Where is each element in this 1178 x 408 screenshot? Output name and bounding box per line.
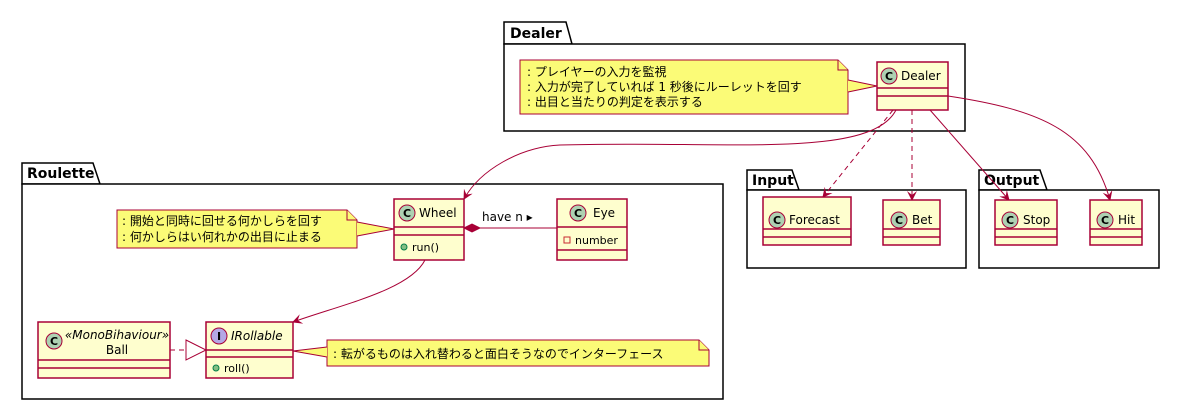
public-method-icon (400, 243, 408, 251)
class-glyph-icon (398, 204, 416, 222)
class-ball[interactable]: C «MonoBihaviour» Ball (37, 321, 171, 379)
class-bet[interactable]: C Bet (882, 199, 941, 246)
package-dealer-title: Dealer (510, 26, 562, 42)
class-glyph-icon (880, 67, 898, 85)
private-field-icon (563, 236, 571, 244)
note-dealer: : プレイヤーの入力を監視 : 入力が完了していれば 1 秒後にルーレットを回す… (519, 59, 878, 115)
edge-label-have-n: have n ▸ (482, 210, 533, 224)
note-wheel-line-2: : 何かしらはい何れかの出目に止まる (122, 230, 322, 244)
edge-dealer-wheel (463, 109, 897, 200)
package-input-title: Input (752, 173, 794, 189)
class-wheel[interactable]: C Wheel run() (393, 198, 465, 261)
package-output-title: Output (984, 173, 1040, 189)
package-roulette-title: Roulette (27, 166, 95, 182)
edges (170, 95, 1113, 351)
class-dealer-glyph: C (885, 70, 893, 83)
class-forecast-name: Forecast (789, 213, 840, 227)
note-wheel-line-1: : 開始と同時に回せる何かしらを回す (122, 214, 322, 228)
class-irollable-name: IRollable (231, 329, 283, 343)
note-dealer-line-1: : プレイヤーの入力を監視 (527, 64, 667, 79)
class-ball-name: Ball (106, 343, 128, 357)
class-stop-name: Stop (1023, 213, 1050, 227)
class-glyph-icon (768, 211, 786, 229)
class-irollable-glyph: I (217, 330, 221, 343)
class-bet-name: Bet (912, 213, 933, 227)
class-wheel-glyph: C (403, 207, 411, 220)
edge-dealer-stop (929, 109, 1010, 201)
public-method-icon (212, 364, 220, 372)
class-irollable[interactable]: I IRollable roll() (205, 321, 294, 379)
class-bet-glyph: C (895, 214, 903, 227)
note-irollable: : 転がるものは入れ替わると面白そうなのでインターフェース (292, 339, 710, 367)
edge-dealer-hit (947, 95, 1113, 201)
class-glyph-icon (1001, 211, 1019, 229)
class-irollable-method: roll() (224, 362, 250, 375)
realization-triangle (185, 339, 208, 361)
class-glyph-icon (569, 204, 587, 222)
interface-glyph-icon (210, 327, 228, 345)
class-ball-stereotype: «MonoBihaviour» (65, 328, 169, 342)
class-dealer[interactable]: C Dealer (876, 61, 949, 111)
class-hit-glyph: C (1101, 214, 1109, 227)
class-glyph-icon (1096, 211, 1114, 229)
edge-wheel-irollable (292, 259, 426, 324)
edge-dealer-forecast (822, 109, 894, 198)
class-wheel-method: run() (412, 241, 439, 254)
class-glyph-icon (890, 211, 908, 229)
note-wheel: : 開始と同時に回せる何かしらを回す : 何かしらはい何れかの出目に止まる (116, 209, 395, 249)
class-glyph-icon (45, 332, 63, 350)
composition-diamond (462, 223, 482, 233)
class-eye[interactable]: C Eye number (556, 198, 628, 261)
class-stop[interactable]: C Stop (994, 199, 1058, 246)
note-dealer-line-3: : 出目と当たりの判定を表示する (527, 94, 703, 109)
class-hit-name: Hit (1118, 213, 1135, 227)
class-wheel-name: Wheel (419, 206, 457, 220)
class-forecast[interactable]: C Forecast (762, 196, 852, 246)
class-stop-glyph: C (1006, 214, 1014, 227)
note-irollable-line-1: : 転がるものは入れ替わると面白そうなのでインターフェース (333, 346, 664, 361)
class-eye-name: Eye (593, 206, 615, 220)
class-forecast-glyph: C (773, 214, 781, 227)
class-dealer-name: Dealer (901, 69, 941, 83)
class-eye-glyph: C (574, 207, 582, 220)
class-ball-glyph: C (50, 335, 58, 348)
class-hit[interactable]: C Hit (1089, 199, 1143, 246)
note-dealer-line-2: : 入力が完了していれば 1 秒後にルーレットを回す (527, 79, 802, 94)
class-eye-field: number (575, 234, 618, 247)
